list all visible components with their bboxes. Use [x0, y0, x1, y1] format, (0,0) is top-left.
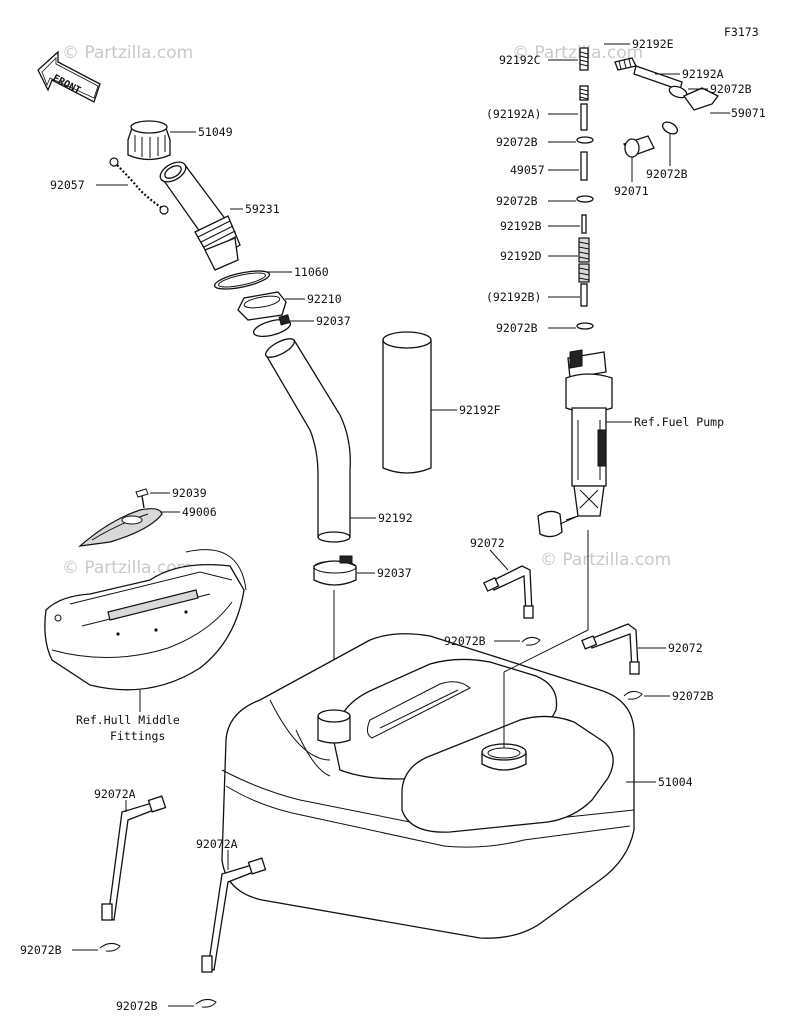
front-arrow-icon: FRONT — [37, 50, 101, 103]
sleeve-tube-part — [382, 331, 432, 474]
fuel-fitting-part — [614, 57, 719, 158]
watermark: © Partzilla.com — [62, 558, 193, 578]
part-label: 92072 — [668, 641, 703, 655]
part-label: 92192D — [500, 249, 542, 263]
fuel-tank-part — [221, 633, 635, 939]
part-label: Fittings — [110, 729, 165, 743]
figure-code: F3173 — [724, 25, 759, 39]
ring-nut-part — [237, 291, 287, 321]
part-label: 59231 — [245, 202, 280, 216]
pad-plate-part — [78, 508, 163, 547]
part-label: 92037 — [316, 314, 351, 328]
o-ring-part — [213, 270, 271, 290]
part-label: 92072A — [196, 837, 238, 851]
part-label: 92072B — [496, 321, 538, 335]
part-label: 49006 — [182, 505, 217, 519]
part-label: 92072B — [20, 943, 62, 957]
rivet-part — [135, 488, 149, 509]
filler-hose-part — [264, 338, 351, 543]
hull-middle-fitting — [44, 549, 247, 691]
clip-part — [623, 690, 643, 700]
part-label: (92192B) — [486, 290, 541, 304]
part-label: 51004 — [658, 775, 693, 789]
part-label: 92192 — [378, 511, 413, 525]
part-label: 92072B — [672, 689, 714, 703]
part-label: 92192C — [499, 53, 541, 67]
part-label: 92072B — [710, 82, 752, 96]
part-label: 92072B — [496, 135, 538, 149]
watermark: © Partzilla.com — [512, 43, 643, 63]
part-label: 92057 — [50, 178, 85, 192]
watermark: © Partzilla.com — [540, 550, 671, 570]
part-label: Ref.Fuel Pump — [634, 415, 724, 429]
part-label: 92037 — [377, 566, 412, 580]
clip-part — [521, 636, 541, 646]
watermark: © Partzilla.com — [62, 43, 193, 63]
part-label: 92072B — [444, 634, 486, 648]
part-label: 92210 — [307, 292, 342, 306]
part-label: 92072B — [496, 194, 538, 208]
part-label: 92192F — [459, 403, 501, 417]
clip-part — [99, 942, 121, 952]
part-label: 49057 — [510, 163, 545, 177]
pump-hose-stack — [576, 47, 594, 330]
part-label: 92192A — [682, 67, 724, 81]
clip-part — [195, 998, 217, 1008]
filler-cap-part — [127, 120, 171, 161]
strap-part — [101, 795, 167, 921]
part-label: 92072B — [116, 999, 158, 1013]
part-label: 51049 — [198, 125, 233, 139]
part-label: 92039 — [172, 486, 207, 500]
part-label: 92072 — [470, 536, 505, 550]
fuel-pump-part — [537, 349, 613, 538]
strap-part — [581, 623, 640, 675]
part-label: 59071 — [731, 106, 766, 120]
strap-part — [483, 565, 534, 619]
part-label: 92072B — [646, 167, 688, 181]
part-label: 11060 — [294, 265, 329, 279]
part-label: 92072A — [94, 787, 136, 801]
part-label: 92192E — [632, 37, 674, 51]
strap-part — [201, 857, 267, 973]
part-label: 92071 — [614, 184, 649, 198]
part-label: 92192B — [500, 219, 542, 233]
hose-clamp-part — [313, 555, 357, 586]
hose-clamp-part — [252, 314, 292, 338]
part-label: (92192A) — [486, 107, 541, 121]
filler-neck-part — [159, 161, 241, 271]
cap-tether-part — [109, 157, 169, 215]
part-label: Ref.Hull Middle — [76, 713, 180, 727]
